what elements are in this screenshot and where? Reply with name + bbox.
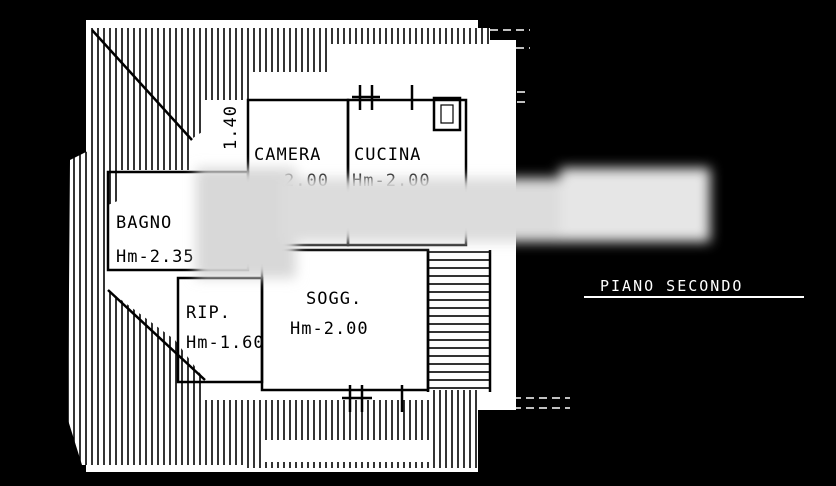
- roof-hatch-top: [90, 28, 490, 170]
- ridge-line-bottom: [107, 289, 206, 381]
- ridge-line-top: [91, 29, 193, 141]
- room-name-cucina: CUCINA: [354, 145, 421, 165]
- room-height-sogg: Hm-2.00: [290, 319, 369, 339]
- room-height-rip: Hm-1.60: [186, 333, 265, 353]
- roof-hatch-bottom-right: [245, 390, 478, 468]
- room-outline-cucina: [346, 98, 468, 247]
- chimney-inner: [440, 104, 454, 124]
- window-ticks: [342, 85, 414, 412]
- room-name-sogg: SOGG.: [306, 289, 362, 309]
- dimension-label: 1.40: [221, 105, 241, 150]
- roof-hatch-lower-left: [68, 160, 245, 465]
- roof-hatch-left: [70, 28, 190, 260]
- room-name-bagno: BAGNO: [116, 213, 172, 233]
- room-name-camera: CAMERA: [254, 145, 321, 165]
- stair-hatch: [428, 250, 490, 390]
- room-name-rip: RIP.: [186, 303, 231, 323]
- room-height-bagno: Hm-2.35: [116, 247, 195, 267]
- dashed-lines: [478, 29, 570, 409]
- chimney-box: [432, 96, 462, 132]
- plan-title: PIANO SECONDO: [600, 277, 743, 295]
- blur-redaction: [196, 168, 710, 278]
- roof-hatch-bottom: [245, 400, 430, 465]
